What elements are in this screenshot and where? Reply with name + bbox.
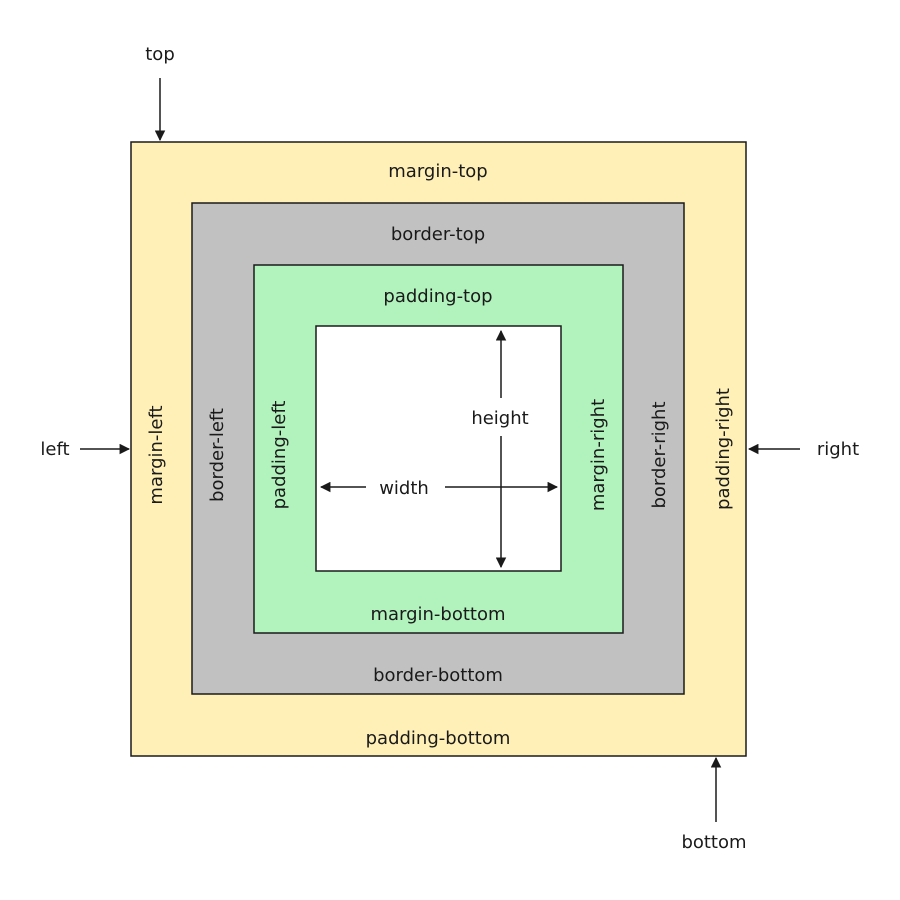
margin-left-label: margin-left: [146, 405, 167, 504]
border-top-label: border-top: [391, 224, 485, 245]
padding-top-label: padding-top: [383, 286, 492, 307]
border-right-label: border-right: [649, 401, 670, 508]
border-left-label: border-left: [207, 408, 228, 502]
border-bottom-label: border-bottom: [373, 665, 503, 686]
margin-bottom-label: padding-bottom: [366, 728, 511, 749]
outer-label-left: left: [40, 439, 69, 460]
margin-top-label: margin-top: [388, 161, 487, 182]
content-height-label: height: [471, 408, 528, 429]
outer-label-bottom: bottom: [681, 832, 746, 853]
content-width-label: width: [379, 478, 429, 499]
content-box: [315, 325, 562, 572]
padding-right-label: margin-right: [588, 399, 609, 511]
padding-left-label: padding-left: [269, 401, 290, 510]
outer-label-top: top: [145, 44, 175, 65]
padding-bottom-label: margin-bottom: [370, 604, 505, 625]
outer-label-right: right: [817, 439, 859, 460]
margin-right-label: padding-right: [713, 388, 734, 510]
